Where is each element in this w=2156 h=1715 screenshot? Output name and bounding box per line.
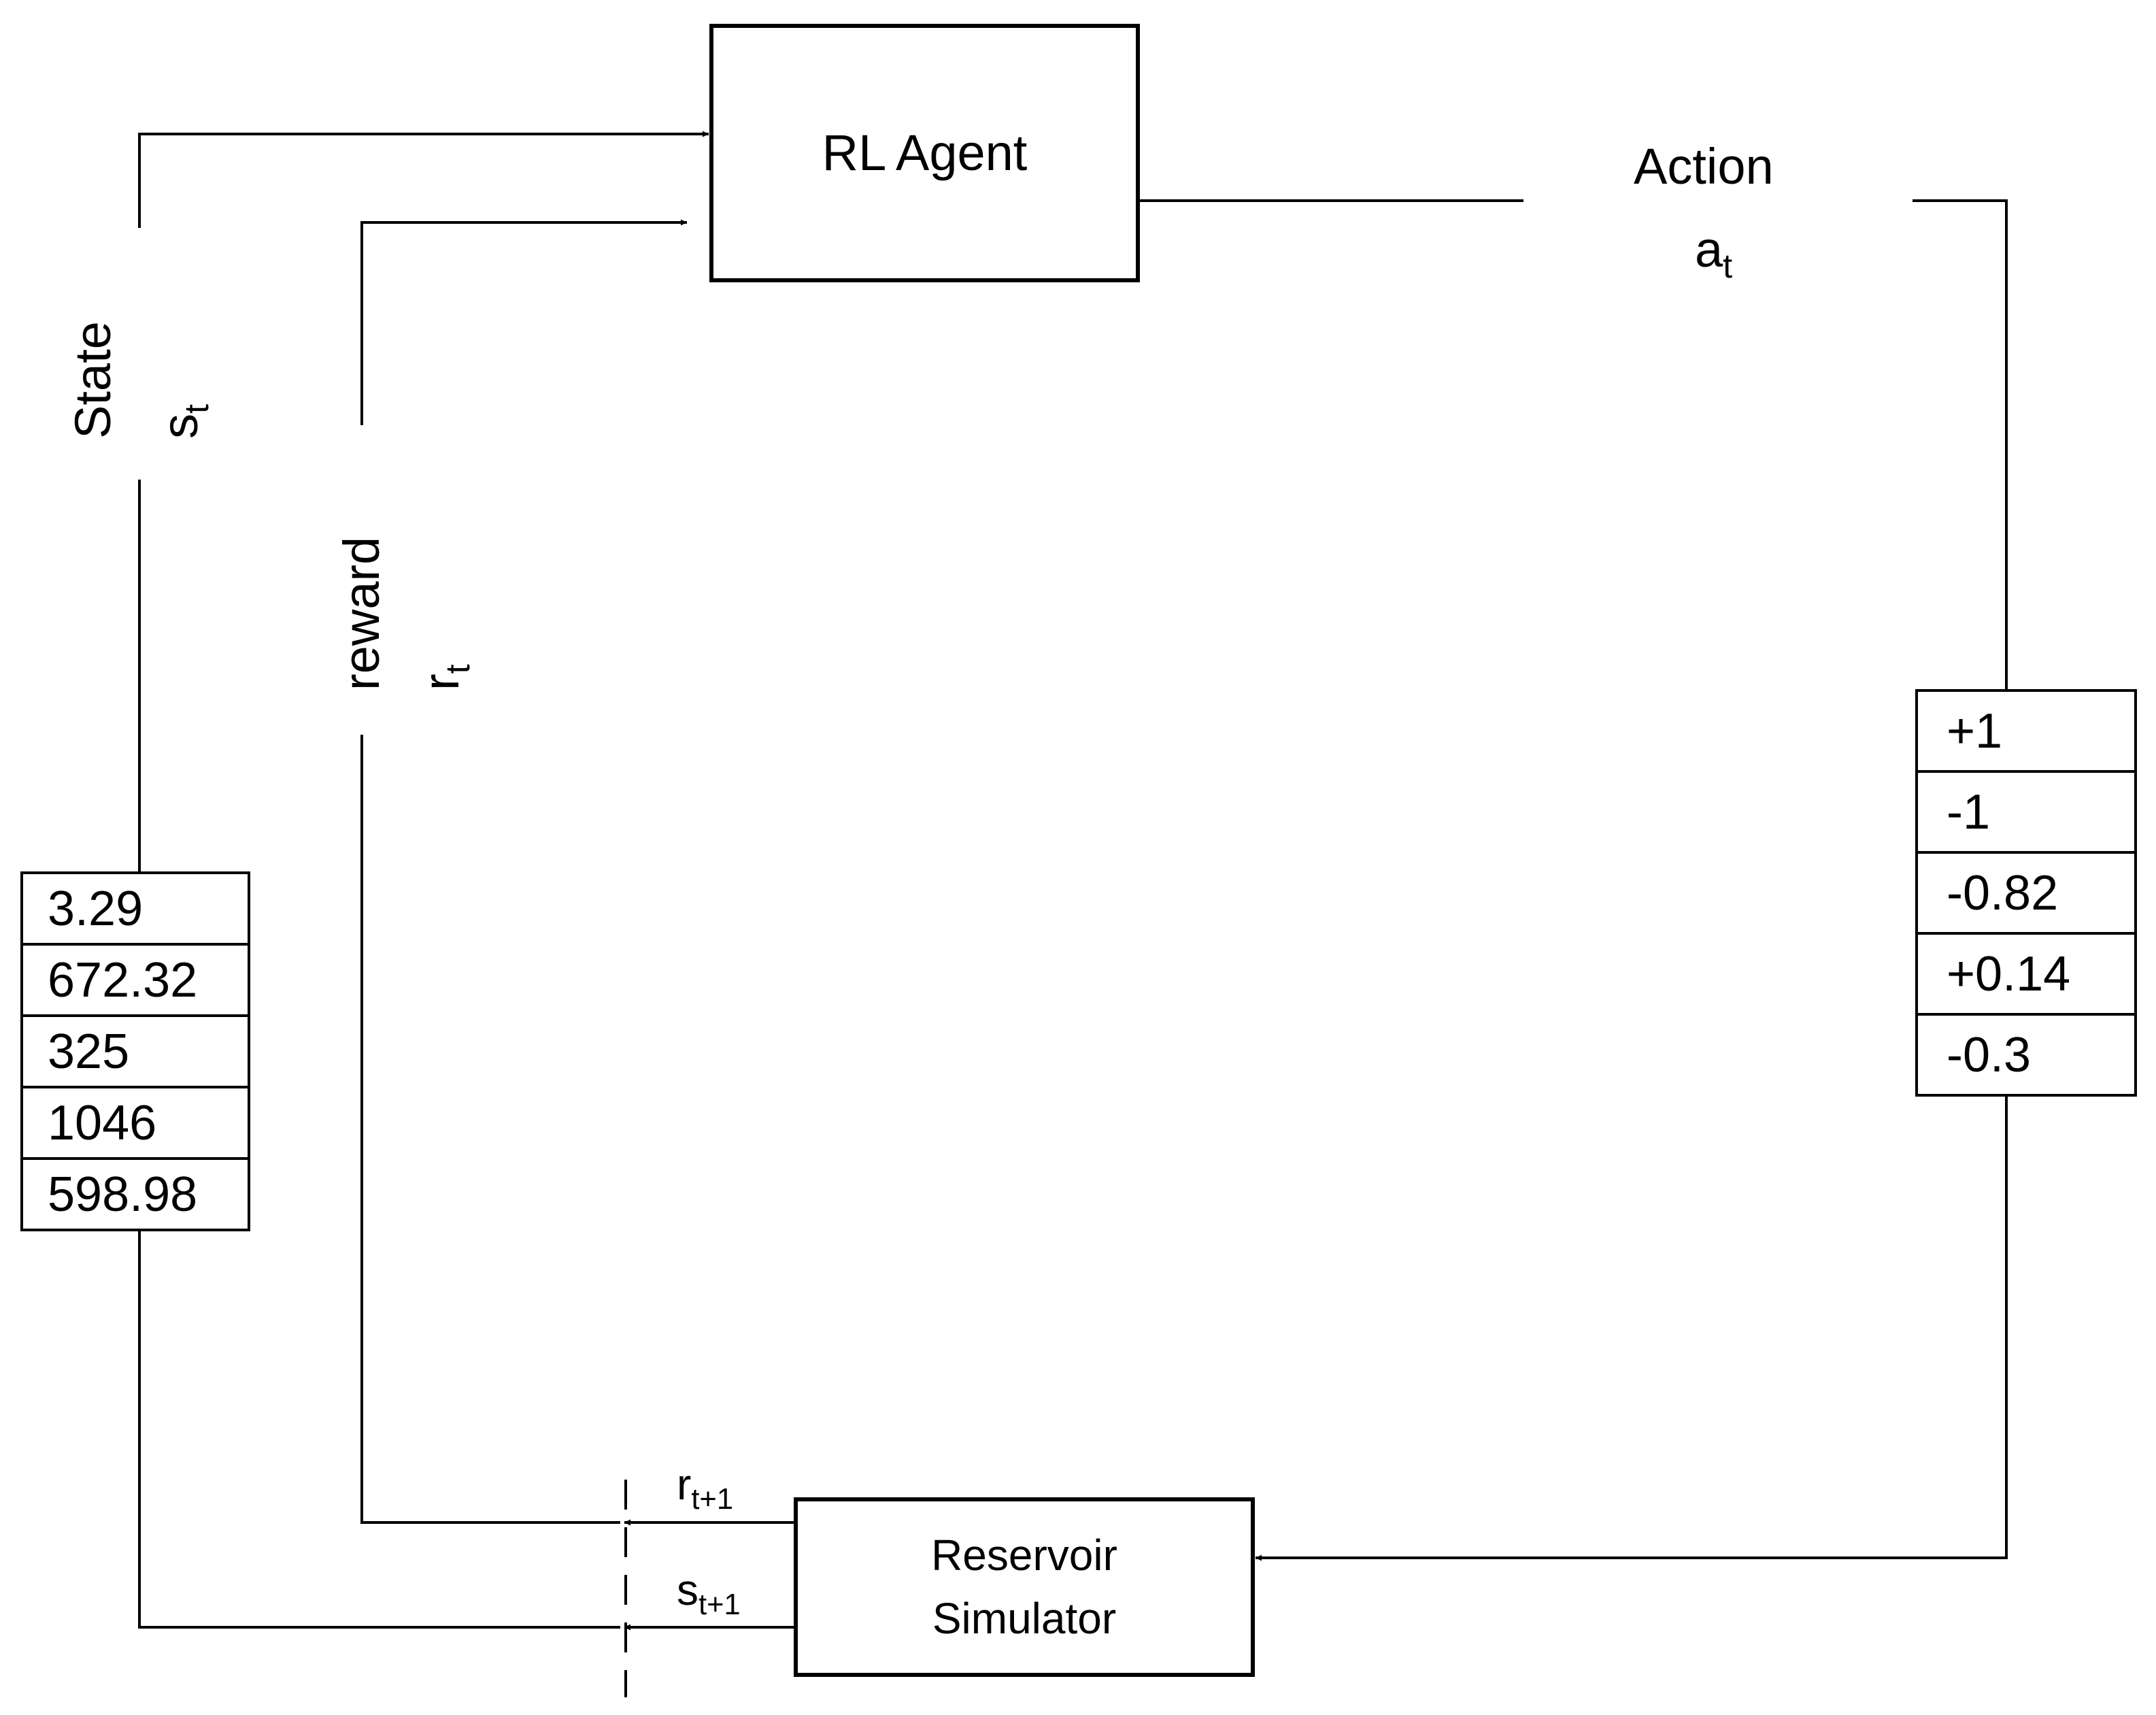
state-to-agent-arrow	[138, 131, 709, 228]
action-to-simulator-arrow	[1256, 1094, 2008, 1561]
rl-agent-text: RL Agent	[822, 124, 1028, 181]
reward-symbol-letter: r	[413, 673, 469, 690]
state-values-table: 3.29 672.32 325 1046 598.98	[20, 871, 250, 1231]
action-label-text: Action	[1634, 138, 1774, 195]
reservoir-simulator-label: Reservoir Simulator	[796, 1499, 1253, 1675]
state-symbol: st	[152, 404, 216, 439]
reward-to-agent-arrow	[360, 219, 687, 425]
state-symbol-letter: s	[152, 414, 208, 439]
state-symbol-subscript: t	[177, 404, 216, 414]
state-feedback-line	[138, 1229, 620, 1629]
next-reward-subscript: t+1	[691, 1482, 734, 1516]
state-value-cell: 325	[20, 1014, 250, 1088]
rl-agent-box	[709, 24, 1140, 282]
action-value-cell: +0.14	[1915, 932, 2137, 1016]
next-reward-symbol: r	[677, 1460, 692, 1509]
action-to-table-line	[1913, 199, 2008, 689]
action-value-cell: +1	[1915, 689, 2137, 773]
action-values-table: +1 -1 -0.82 +0.14 -0.3	[1915, 689, 2137, 1097]
state-value-cell: 672.32	[20, 943, 250, 1017]
reward-symbol: rt	[413, 664, 477, 690]
rl-agent-label: RL Agent	[711, 26, 1138, 280]
next-state-label: st+1	[677, 1568, 741, 1620]
action-value-cell: -0.82	[1915, 851, 2137, 935]
action-symbol: at	[1695, 224, 1732, 283]
action-symbol-subscript: t	[1723, 246, 1733, 286]
action-symbol-letter: a	[1695, 221, 1723, 278]
action-value-cell: -0.3	[1915, 1013, 2137, 1097]
state-value-cell: 3.29	[20, 871, 250, 946]
state-value-cell: 598.98	[20, 1157, 250, 1231]
reservoir-simulator-box	[794, 1497, 1255, 1677]
reward-label: reward	[333, 537, 390, 690]
reward-symbol-subscript: t	[438, 664, 477, 674]
state-label-text: State	[65, 321, 121, 439]
action-label: Action	[1634, 141, 1774, 192]
state-value-cell: 1046	[20, 1086, 250, 1160]
reward-input-line	[360, 735, 620, 1524]
simulator-line-2: Simulator	[932, 1594, 1117, 1643]
next-reward-label: rt+1	[677, 1463, 733, 1514]
action-value-cell: -1	[1915, 770, 2137, 854]
next-state-symbol: s	[677, 1565, 698, 1614]
simulator-line-1: Reservoir	[931, 1531, 1117, 1580]
next-state-subscript: t+1	[698, 1588, 741, 1621]
state-label: State	[65, 321, 121, 439]
reward-label-text: reward	[333, 536, 390, 690]
